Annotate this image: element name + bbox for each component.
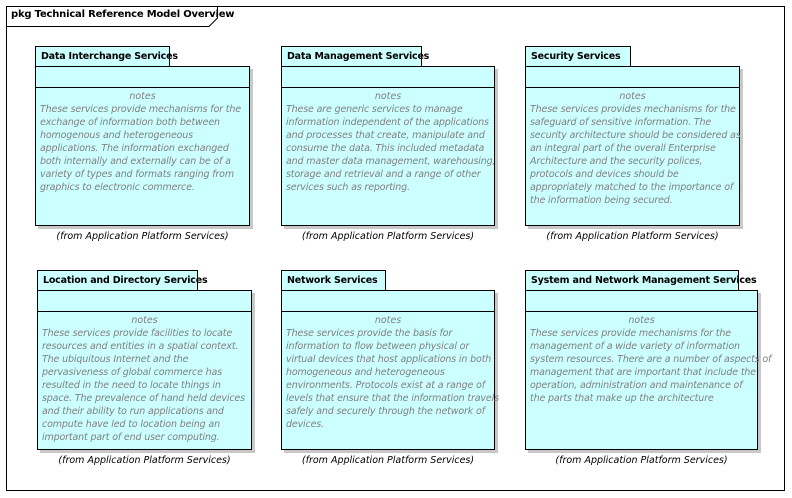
note-line: storage and retrieval and a range of oth… <box>286 169 481 180</box>
note-line: homogenous and heterogeneous <box>40 130 193 141</box>
package-origin-caption: (from Application Platform Services) <box>301 455 475 466</box>
note-line: compute have led to location being an <box>42 419 220 430</box>
package-tab[interactable]: Data Interchange Services <box>35 46 178 67</box>
note-line: consume the data. This included metadata <box>286 143 485 154</box>
note-line: the information being secured. <box>530 195 673 206</box>
package-tab[interactable]: Network Services <box>281 270 386 291</box>
note-line: information independent of the applicati… <box>286 117 489 128</box>
note-line: variety of types and formats ranging fro… <box>40 169 234 180</box>
note-line: and processes that create, manipulate an… <box>286 130 485 141</box>
note-line: virtual devices that host applications i… <box>286 354 492 365</box>
note-line: space. The prevalence of hand held devic… <box>42 393 245 404</box>
notes-label: notes <box>129 91 156 102</box>
package-origin-caption: (from Application Platform Services) <box>301 231 475 242</box>
note-line: resources and entities in a spatial cont… <box>42 341 239 352</box>
package-tab[interactable]: Security Services <box>525 46 631 67</box>
diagram-title: pkg Technical Reference Model Overview <box>11 9 235 20</box>
package-origin-caption: (from Application Platform Services) <box>546 231 719 242</box>
note-line: These services provide mechanisms for th… <box>530 328 731 339</box>
note-line: management that are important that inclu… <box>530 367 756 378</box>
note-line: applications. The information exchanged <box>40 143 229 154</box>
package-name: Security Services <box>531 51 621 62</box>
note-line: graphics to electronic commerce. <box>40 182 195 193</box>
note-line: an integral part of the overall Enterpri… <box>530 143 716 154</box>
note-line: and their ability to run applications an… <box>42 406 224 417</box>
package-body[interactable]: notes These services provide the basis f… <box>281 290 499 450</box>
note-line: the parts that make up the architecture <box>530 393 714 404</box>
package-name: Data Management Services <box>287 51 430 62</box>
compartment-divider <box>282 311 494 312</box>
note-line: safeguard of sensitive information. The <box>530 117 712 128</box>
package-body[interactable]: notes These are generic services to mana… <box>281 66 496 226</box>
package-origin-caption: (from Application Platform Services) <box>555 455 728 466</box>
note-line: levels that ensure that the information … <box>286 393 499 404</box>
note-line: operation, administration and maintenanc… <box>530 380 743 391</box>
note-line: These services provide the basis for <box>286 328 453 339</box>
notes-label: notes <box>374 315 402 326</box>
note-line: management of a wide variety of informat… <box>530 341 740 352</box>
note-line: and master data management, warehousing, <box>286 156 496 167</box>
note-line: resulted in the need to locate things in <box>42 380 221 391</box>
note-line: services such as reporting. <box>286 182 410 193</box>
note-line: environments. Protocols exist at a range… <box>286 380 485 391</box>
note-line: These services provides mechanisms for t… <box>530 104 736 115</box>
compartment-divider <box>36 87 249 88</box>
compartment-divider <box>282 87 494 88</box>
package-name: System and Network Management Services <box>531 275 757 286</box>
note-line: pervasiveness of global commerce has <box>42 367 223 378</box>
note-line: safely and securely through the network … <box>286 406 485 417</box>
note-line: both internally and externally can be of… <box>40 156 231 167</box>
note-line: system resources. There are a number of … <box>530 354 772 365</box>
package-tab[interactable]: System and Network Management Services <box>525 270 757 291</box>
package-diagram-frame <box>6 6 785 491</box>
package-body[interactable]: notes These services provides mechanisms… <box>525 66 741 226</box>
diagram-title-tab: pkg Technical Reference Model Overview <box>6 6 235 27</box>
note-line: These services provide mechanisms for th… <box>40 104 241 115</box>
notes-label: notes <box>628 315 655 326</box>
package-body[interactable]: notes These services provide mechanisms … <box>525 290 771 450</box>
note-line: information to flow between physical or <box>286 341 470 352</box>
compartment-divider <box>526 87 739 88</box>
note-line: security architecture should be consider… <box>530 130 741 141</box>
package-origin-caption: (from Application Platform Services) <box>56 231 229 242</box>
note-line: appropriately matched to the importance … <box>530 182 734 193</box>
compartment-divider <box>526 311 757 312</box>
package-origin-caption: (from Application Platform Services) <box>58 455 231 466</box>
package-tab[interactable]: Location and Directory Services <box>37 270 208 291</box>
note-line: Architecture and the security polices, <box>530 156 703 167</box>
compartment-divider <box>38 311 251 312</box>
notes-label: notes <box>619 91 646 102</box>
package-tab[interactable]: Data Management Services <box>281 46 429 67</box>
note-line: These services provide facilities to loc… <box>42 328 233 339</box>
package-name: Data Interchange Services <box>41 51 178 62</box>
package-body[interactable]: notes These services provide mechanisms … <box>35 66 250 226</box>
title-tab-outline <box>6 6 218 27</box>
notes-label: notes <box>374 91 402 102</box>
note-line: protocols and devices should be <box>530 169 679 180</box>
note-line: devices. <box>286 419 324 430</box>
note-line: These are generic services to manage <box>286 104 463 115</box>
note-line: homogeneous and heterogeneous <box>286 367 445 378</box>
note-line: important part of end user computing. <box>42 432 220 443</box>
package-name: Location and Directory Services <box>43 275 208 286</box>
note-line: The ubiquitous Internet and the <box>42 354 189 365</box>
notes-label: notes <box>131 315 158 326</box>
note-line: exchange of information both between <box>40 117 220 128</box>
package-body[interactable]: notes These services provide facilities … <box>37 290 252 450</box>
package-name: Network Services <box>287 275 378 286</box>
